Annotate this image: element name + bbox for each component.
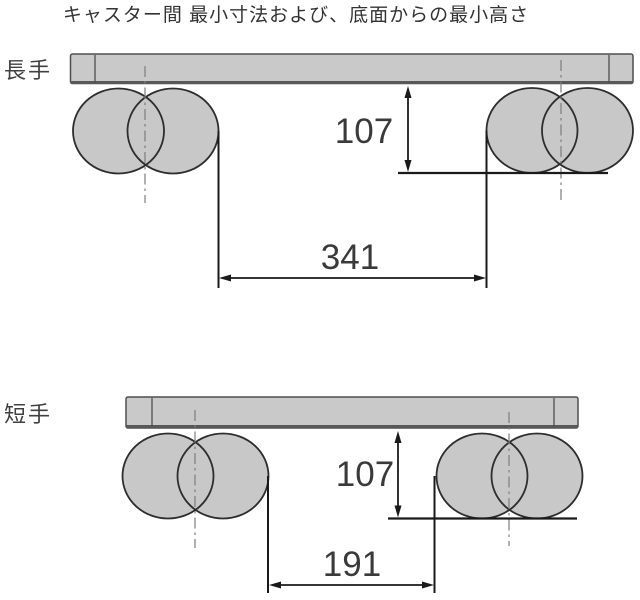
short-width-dimension: 191	[267, 476, 436, 593]
long-caster-pair-right	[485, 87, 634, 174]
long-caster-pair-left	[72, 87, 220, 175]
long-side-diagram: 長手 107	[4, 53, 634, 288]
long-width-value: 341	[321, 238, 379, 277]
short-caster-pair-right	[435, 432, 584, 520]
caster-wheel	[177, 433, 269, 519]
long-width-dimension: 341	[217, 130, 488, 288]
short-side-diagram: 短手 107	[4, 396, 584, 593]
diagram-title: キャスター間 最小寸法および、底面からの最小高さ	[63, 4, 529, 26]
short-plate	[125, 396, 579, 429]
long-side-label: 長手	[4, 58, 52, 83]
arrowhead-down	[404, 160, 412, 172]
short-height-value: 107	[336, 455, 394, 494]
caster-wheel-outline	[121, 432, 215, 520]
arrowhead-left	[269, 581, 281, 589]
arrowhead-left	[219, 274, 231, 282]
arrowhead-right	[422, 581, 434, 589]
caster-wheel	[542, 88, 633, 173]
long-height-dimension: 107	[335, 86, 412, 172]
short-side-label: 短手	[4, 402, 52, 427]
caster-wheel	[127, 88, 219, 174]
arrowhead-up	[394, 431, 402, 443]
long-plate	[69, 53, 634, 85]
short-height-dimension: 107	[336, 431, 402, 518]
short-width-value: 191	[323, 545, 381, 584]
caster-wheel	[491, 433, 583, 519]
short-caster-pair-left	[121, 432, 270, 520]
arrowhead-right	[474, 274, 486, 282]
arrowhead-down	[394, 505, 402, 518]
long-height-value: 107	[335, 112, 393, 151]
arrowhead-up	[404, 86, 412, 98]
caster-wheel-outline	[72, 87, 165, 175]
